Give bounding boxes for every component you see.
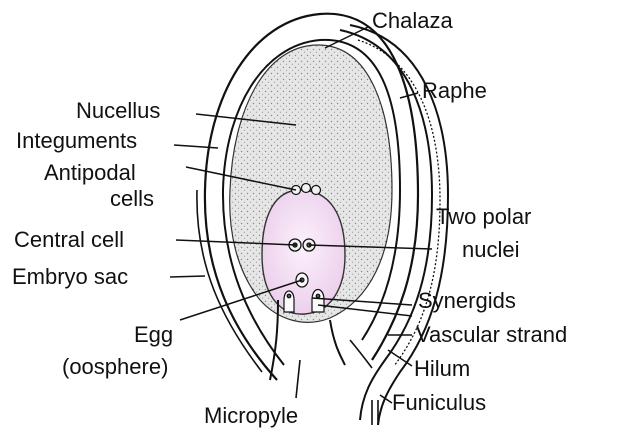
label-antipodal-line1: Antipodal — [44, 160, 136, 185]
label-two-polar-line2: nuclei — [462, 237, 519, 262]
label-funiculus: Funiculus — [392, 390, 486, 415]
micropyle-wall-right — [330, 320, 345, 365]
label-embryo-sac: Embryo sac — [12, 264, 128, 289]
label-hilum: Hilum — [414, 356, 470, 381]
label-chalaza: Chalaza — [372, 8, 453, 33]
label-central-cell: Central cell — [14, 227, 124, 252]
label-micropyle: Micropyle — [204, 403, 298, 428]
label-integuments: Integuments — [16, 128, 137, 153]
label-two-polar-line1: Two polar — [436, 204, 531, 229]
micropyle-arrow — [296, 360, 300, 398]
embryo-sac — [262, 190, 345, 314]
label-egg-line2: (oosphere) — [62, 354, 168, 379]
funiculus-mark — [372, 400, 378, 425]
label-vascular-strand: Vascular strand — [416, 322, 567, 347]
hilum-mark — [350, 340, 372, 368]
label-synergids: Synergids — [418, 288, 516, 313]
label-antipodal-line2: cells — [110, 186, 154, 211]
label-raphe: Raphe — [422, 78, 487, 103]
label-egg-line1: Egg — [134, 322, 173, 347]
label-nucellus: Nucellus — [76, 98, 160, 123]
antipodal-cells — [292, 184, 321, 195]
